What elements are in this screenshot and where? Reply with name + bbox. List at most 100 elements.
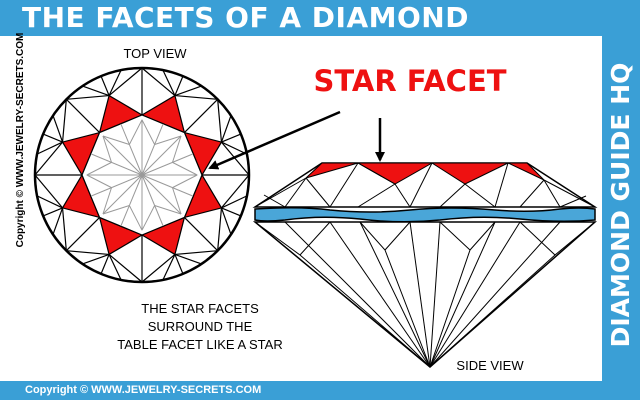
reflection-line (102, 187, 112, 215)
side-star-facet (507, 162, 545, 181)
reflection-line (172, 187, 182, 215)
reflection-line (102, 135, 130, 145)
page-title: THE FACETS OF A DIAMOND (22, 1, 469, 34)
facet-line (174, 253, 202, 265)
caption-line: SURROUND THE (147, 319, 253, 334)
facet-line (141, 67, 176, 97)
footer-banner (0, 381, 640, 400)
facet-line (108, 67, 143, 97)
side-view-diamond (252, 162, 598, 368)
facet-line (220, 207, 232, 235)
facet-line (108, 69, 122, 96)
star-facet-label: STAR FACET (313, 64, 507, 98)
facet-line (52, 207, 64, 235)
reflection-line (154, 135, 182, 145)
facet-line (34, 174, 64, 209)
facet-line (61, 99, 67, 143)
pavilion-reflection-lines (86, 119, 198, 231)
reflection-line (141, 174, 182, 215)
crown-facet-lines (254, 162, 596, 208)
reflection-line (141, 119, 156, 145)
reflection-line (90, 174, 143, 197)
facet-line (220, 115, 232, 143)
facet-line (65, 85, 83, 100)
facet-line (246, 154, 250, 176)
facet-line (61, 207, 67, 251)
reflection-line (172, 135, 182, 163)
facet-line (221, 207, 242, 217)
facet-line (174, 254, 184, 275)
crown (252, 162, 598, 208)
reflection-line (172, 174, 198, 189)
facet-line (221, 133, 242, 143)
facet-line (65, 98, 100, 133)
facet-line (217, 234, 232, 252)
reflection-line (86, 161, 112, 176)
pavilion-facet-lines (254, 221, 596, 368)
upper-girdle-facets (34, 67, 250, 283)
side-star-facet (305, 162, 359, 179)
facet-line (174, 250, 218, 256)
facet-line (65, 217, 100, 252)
facet-line (217, 207, 223, 251)
facet-line (220, 141, 250, 176)
reflection-line (141, 153, 194, 176)
facet-line (34, 174, 38, 196)
reflection-line (102, 174, 143, 215)
facet-line (36, 141, 63, 155)
facet-line (174, 75, 184, 96)
facet-line (108, 253, 143, 283)
reflection-line (102, 205, 130, 215)
side-view-label: SIDE VIEW (456, 358, 524, 373)
facet-line (221, 141, 248, 155)
facet-line (100, 254, 110, 275)
reflection-line (128, 205, 143, 231)
reflection-line (141, 135, 182, 176)
caption-line: TABLE FACET LIKE A STAR (117, 337, 283, 352)
facet-line (201, 85, 219, 100)
facet-line (246, 174, 250, 196)
side-banner (602, 36, 640, 382)
top-view-label: TOP VIEW (123, 46, 187, 61)
pavilion (252, 221, 597, 368)
facet-line (108, 254, 122, 281)
facet-line (217, 99, 223, 143)
top-view-diamond (33, 66, 251, 284)
facet-line (141, 67, 163, 71)
facet-line (217, 98, 232, 116)
facet-line (174, 94, 218, 100)
facet-line (52, 98, 67, 116)
facet-line (66, 250, 110, 256)
reflection-line (120, 123, 143, 176)
facet-line (121, 279, 143, 283)
facet-line (42, 133, 63, 143)
caption-text: THE STAR FACETS SURROUND THE TABLE FACET… (85, 300, 315, 354)
reflection-line (172, 161, 198, 176)
facet-line (34, 141, 64, 176)
facet-line (121, 67, 143, 71)
facet-line (42, 207, 63, 217)
reflection-line (128, 119, 143, 145)
facet-line (184, 217, 219, 252)
reflection-line (141, 205, 156, 231)
reflection-line (90, 153, 143, 176)
pointer-arrow-top (208, 110, 341, 170)
reflection-line (120, 174, 143, 227)
facet-line (100, 75, 110, 96)
reflection-line (141, 174, 194, 197)
facet-line (141, 253, 176, 283)
reflection-line (86, 174, 112, 189)
facet-line (82, 253, 110, 265)
facet-line (201, 250, 219, 265)
facet-line (174, 85, 202, 97)
reflection-line (141, 174, 164, 227)
facet-line (36, 195, 63, 209)
footer-copyright: Copyright © WWW.JEWELRY-SECRETS.COM (25, 384, 262, 396)
facet-line (65, 250, 83, 265)
facet-line (184, 98, 219, 133)
title-banner (0, 0, 640, 36)
reflection-line (102, 135, 112, 163)
facet-line (52, 115, 64, 143)
